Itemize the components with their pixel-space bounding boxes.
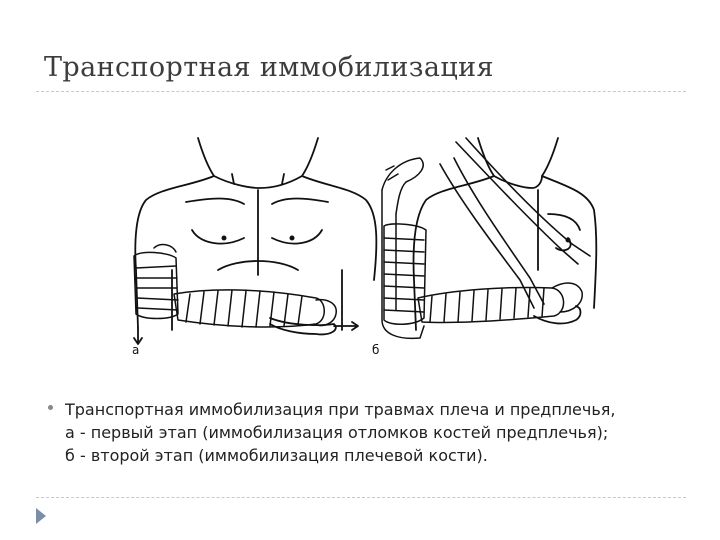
caption-list-item: Транспортная иммобилизация при травмах п… (48, 398, 688, 467)
slide-title: Транспортная иммобилизация (44, 52, 494, 83)
figure-b-forearm-bandage (417, 282, 583, 324)
bullet-icon (48, 405, 53, 410)
figure-a-forearm-bandage (173, 289, 337, 328)
caption-line-2: а - первый этап (иммобилизация отломков … (65, 423, 609, 442)
next-arrow-icon[interactable] (36, 508, 46, 524)
figure-b-arm-splint (381, 157, 427, 340)
figure-a-torso (134, 137, 378, 331)
figure-label-a: а (132, 343, 139, 357)
footer-divider (36, 497, 686, 498)
caption-line-1: Транспортная иммобилизация при травмах п… (65, 400, 616, 419)
figure-b-sling (439, 137, 591, 309)
title-divider (36, 91, 686, 92)
figure-a-hand (133, 317, 359, 345)
caption-line-3: б - второй этап (иммобилизация плечевой … (65, 446, 488, 465)
figure-a-arm-bandage (133, 243, 179, 320)
immobilization-illustration: а б (120, 130, 600, 360)
figure-b-hand (533, 305, 582, 325)
figure-label-b: б (372, 343, 379, 357)
